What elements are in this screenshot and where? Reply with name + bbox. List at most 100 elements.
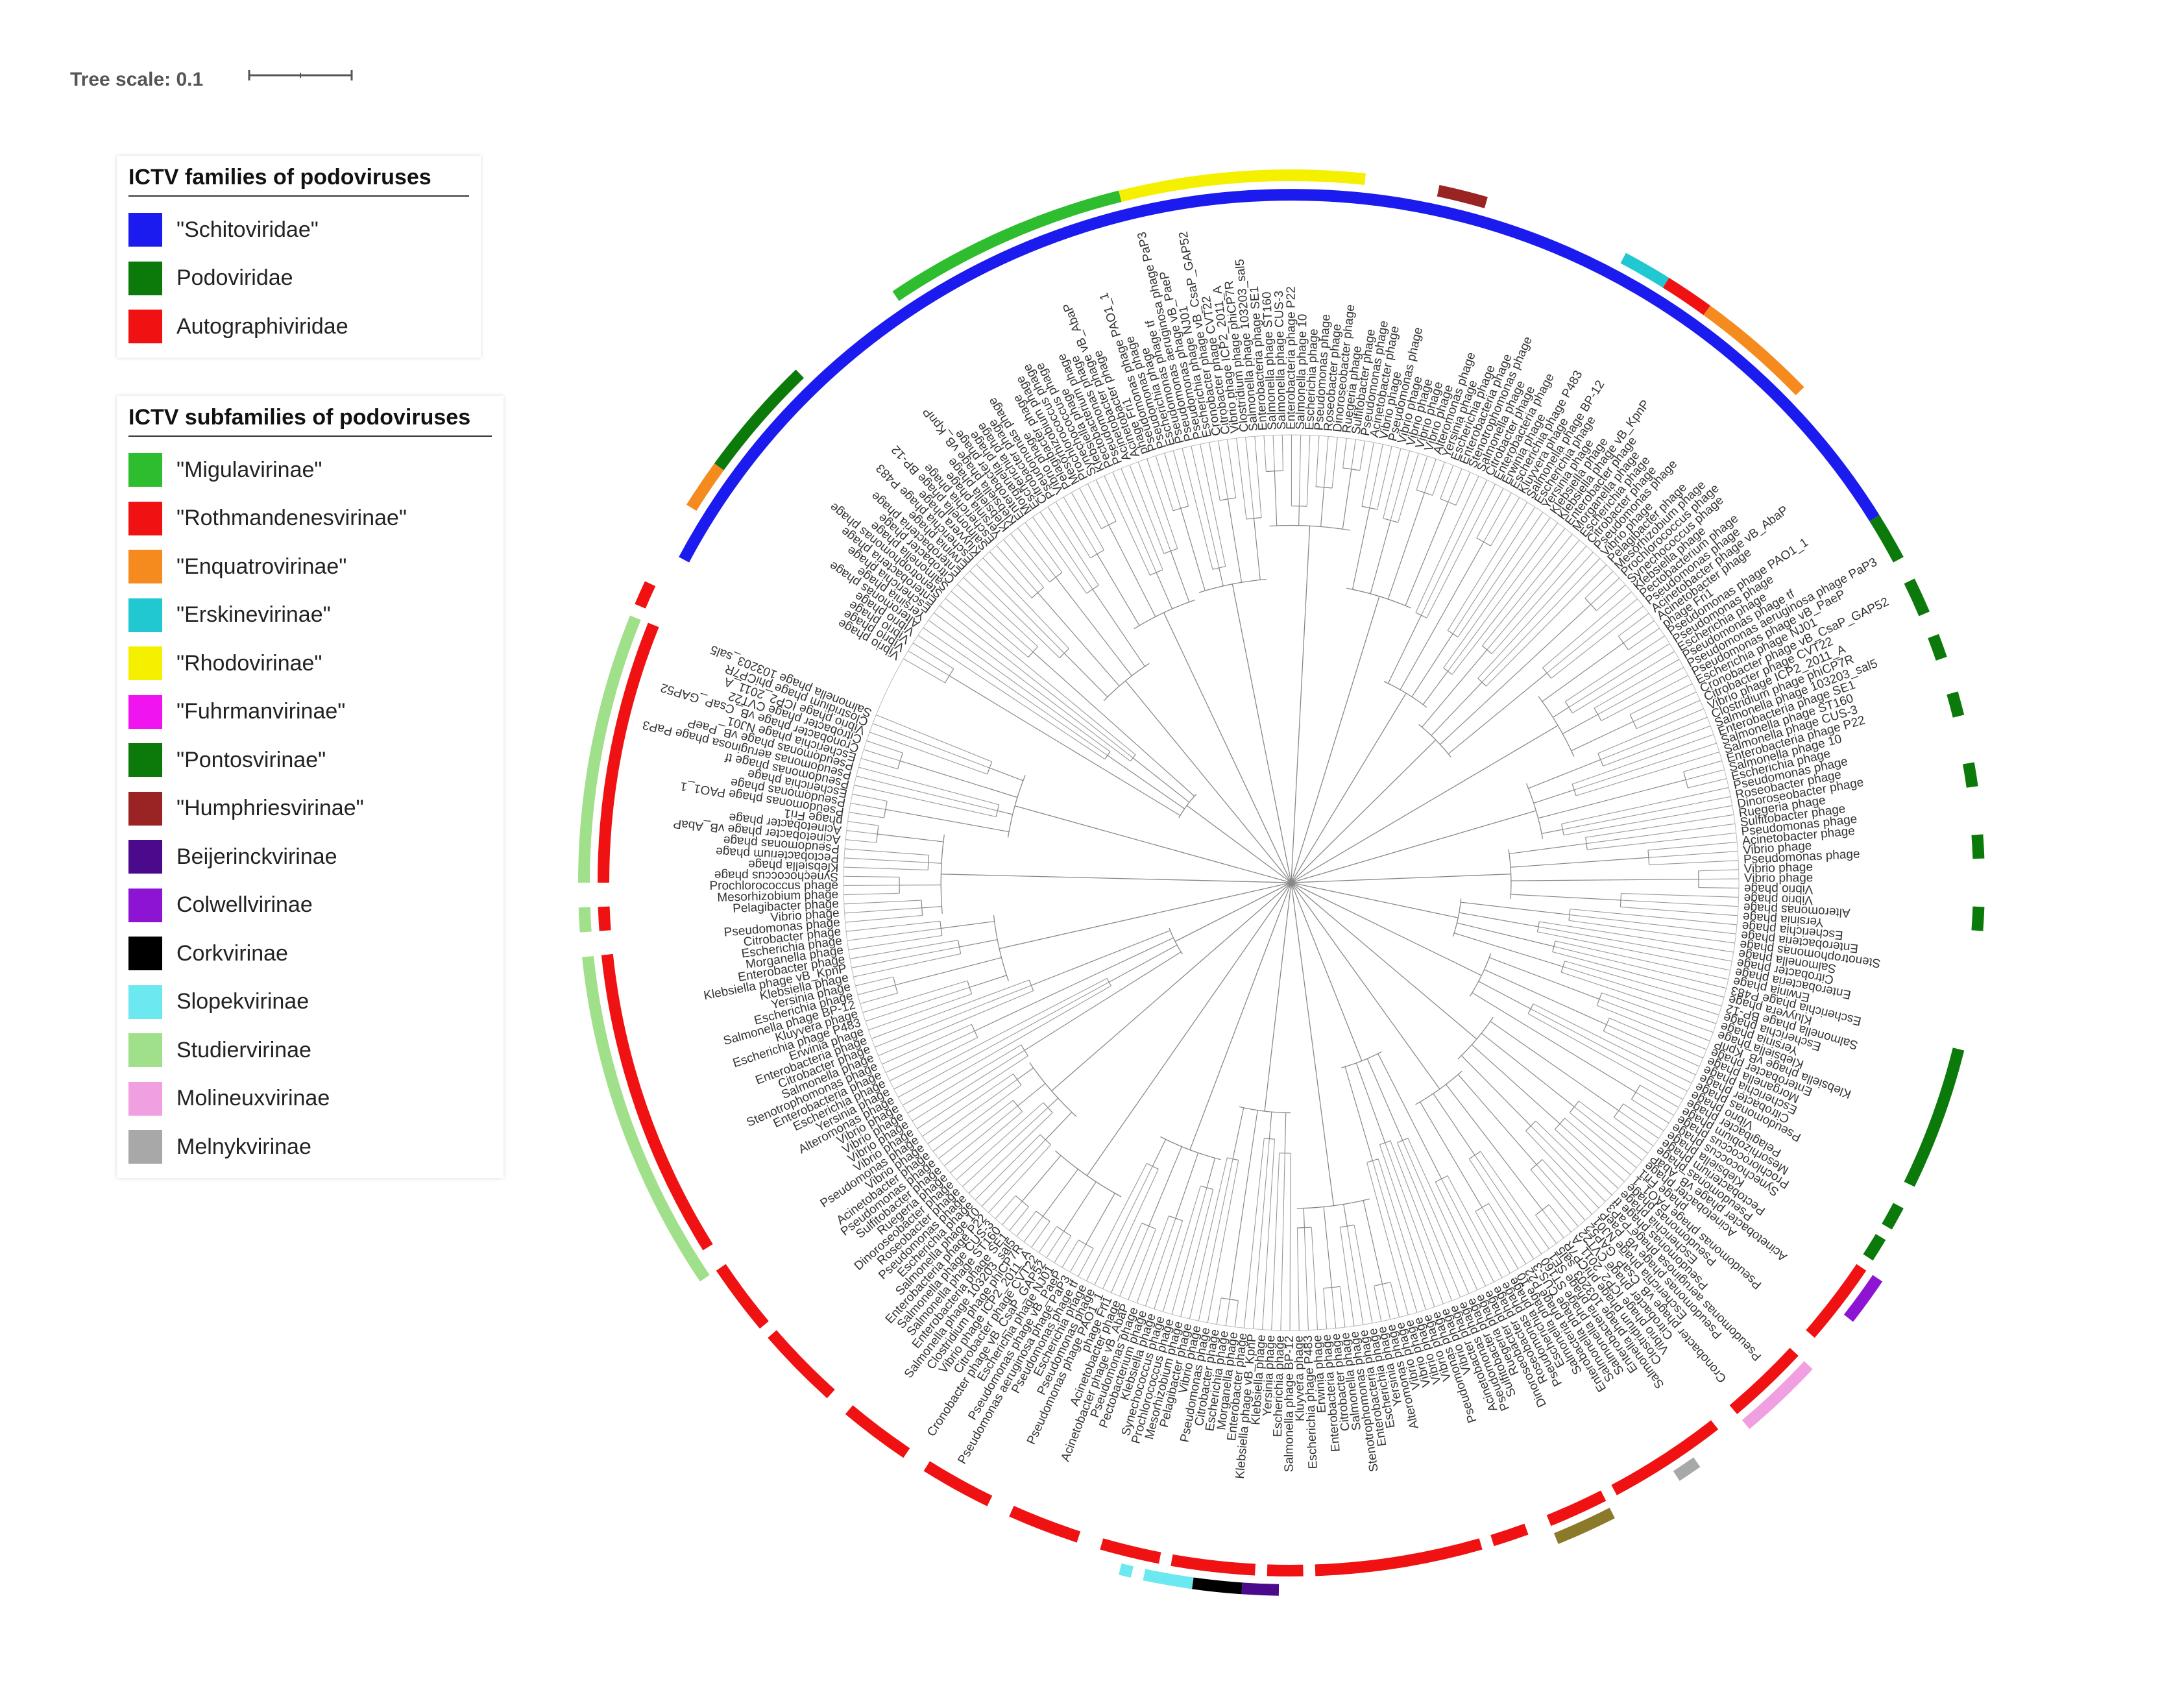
leaf-branch xyxy=(1047,506,1099,586)
branch-arc xyxy=(945,668,954,683)
leaf-branch xyxy=(1533,1003,1692,1084)
branch-stem xyxy=(1045,1112,1073,1140)
branch-stem xyxy=(1291,693,1407,883)
legend-item-rothmandenesvirinae: "Rothmandenesvirinae" xyxy=(128,495,492,543)
leaf-branch xyxy=(1623,1103,1664,1131)
branch-arc xyxy=(1106,978,1111,987)
leaf-branch xyxy=(1530,1169,1579,1227)
leaf-branch xyxy=(1563,805,1732,836)
branch-arc xyxy=(971,1024,978,1038)
branch-arc xyxy=(967,980,973,994)
branch-stem xyxy=(1174,882,1292,942)
branch-stem xyxy=(1471,1044,1560,1124)
leaf-branch xyxy=(1490,497,1520,546)
leaf-branch xyxy=(1585,814,1734,838)
leaf-branch xyxy=(1398,453,1419,523)
branch-stem xyxy=(1014,805,1292,883)
leaf-branch xyxy=(1448,468,1462,502)
branch-arc xyxy=(1397,1138,1409,1144)
leaf-branch xyxy=(903,658,945,683)
leaf-branch xyxy=(1227,439,1237,498)
leaf-branch xyxy=(956,1102,1044,1181)
leaf-branch xyxy=(969,570,1060,659)
legend-label: "Schitoviridae" xyxy=(176,217,319,242)
legend-label: Colwellvirinae xyxy=(176,892,313,918)
branch-stem xyxy=(1032,652,1195,797)
leaf-branch xyxy=(885,1030,975,1073)
leaf-branch xyxy=(1069,1244,1087,1273)
branch-stem xyxy=(1448,672,1547,754)
leaf-branch xyxy=(1379,1144,1435,1307)
leaf-branch xyxy=(1315,435,1320,487)
leaf-branch xyxy=(1688,778,1727,789)
branch-arc xyxy=(1103,663,1150,702)
branch-arc xyxy=(1564,701,1573,713)
leaf-branch xyxy=(1481,533,1573,646)
legend-item-pontosvirinae: "Pontosvirinae" xyxy=(128,736,492,785)
leaf-branch xyxy=(1087,484,1110,526)
leaf-branch xyxy=(1647,841,1738,851)
leaf-branch xyxy=(878,990,1034,1057)
branch-stem xyxy=(999,882,1292,950)
swatch xyxy=(128,453,162,487)
leaf-branch xyxy=(858,766,999,805)
branch-stem xyxy=(1459,912,1539,927)
leaf-branch xyxy=(1601,675,1688,722)
leaf-branch xyxy=(843,866,928,871)
branch-arc xyxy=(1269,524,1350,531)
subfamily-ring-segment xyxy=(1843,1275,1883,1322)
legend-label: Studiervirinae xyxy=(176,1037,311,1062)
branch-stem xyxy=(1291,882,1335,1206)
leaf-branch xyxy=(1339,1286,1346,1328)
subfamily-ring-segment xyxy=(1673,1457,1701,1481)
branch-stem xyxy=(1206,1158,1216,1188)
swatch xyxy=(128,213,162,247)
leaf-branch xyxy=(988,1144,1051,1213)
leaf-branch xyxy=(1570,909,1737,926)
leaf-branch xyxy=(1063,497,1098,554)
branch-arc xyxy=(1172,506,1189,511)
leaf-branch xyxy=(1191,446,1220,569)
subfamily-ring-segment xyxy=(1119,169,1366,202)
leaf-branch xyxy=(1390,1282,1400,1318)
leaf-branch xyxy=(917,635,1106,760)
leaf-branch xyxy=(1254,436,1262,518)
leaf-branch xyxy=(860,757,898,770)
branch-arc xyxy=(1028,646,1038,658)
leaf-branch xyxy=(1189,1157,1228,1319)
leaf-branch xyxy=(1698,869,1739,872)
branch-arc xyxy=(1476,537,1491,546)
branch-stem xyxy=(1107,755,1185,809)
branch-stem xyxy=(1227,498,1243,583)
branch-stem xyxy=(1481,1033,1575,1107)
leaf-branch xyxy=(872,723,990,768)
legend-families-title: ICTV families of podoviruses xyxy=(128,165,469,197)
leaf-branch xyxy=(853,953,961,977)
leaf-branch xyxy=(1441,1179,1494,1282)
leaf-branch xyxy=(1603,725,1711,766)
leaf-branch xyxy=(1568,643,1670,708)
branch-stem xyxy=(895,957,1002,986)
leaf-branch xyxy=(1636,700,1701,730)
branch-stem xyxy=(1108,944,1178,983)
leaf-branch xyxy=(847,820,879,826)
leaf-branch xyxy=(1016,1210,1037,1237)
branch-arc xyxy=(1198,578,1267,593)
branch-arc xyxy=(1383,681,1427,708)
branch-stem xyxy=(1268,1112,1272,1139)
branch-stem xyxy=(1542,643,1624,702)
legend-subfamilies-title: ICTV subfamilies of podoviruses xyxy=(128,405,492,437)
leaf-branch xyxy=(1009,1207,1029,1231)
legend-label: "Enquatrovirinae" xyxy=(176,554,347,579)
leaf-branch xyxy=(1551,606,1644,679)
branch-stem xyxy=(1291,810,1536,883)
leaf-branch xyxy=(934,612,1131,762)
branch-stem xyxy=(1446,1084,1543,1210)
legend-label: "Rothmandenesvirinae" xyxy=(176,506,407,531)
branch-arc xyxy=(1220,1297,1239,1301)
leaf-branch xyxy=(1698,887,1739,889)
leaf-branch xyxy=(1031,1221,1050,1248)
leaf-branch xyxy=(1609,1018,1704,1059)
leaf-branch xyxy=(923,627,1108,756)
leaf-branch xyxy=(932,1085,1022,1152)
